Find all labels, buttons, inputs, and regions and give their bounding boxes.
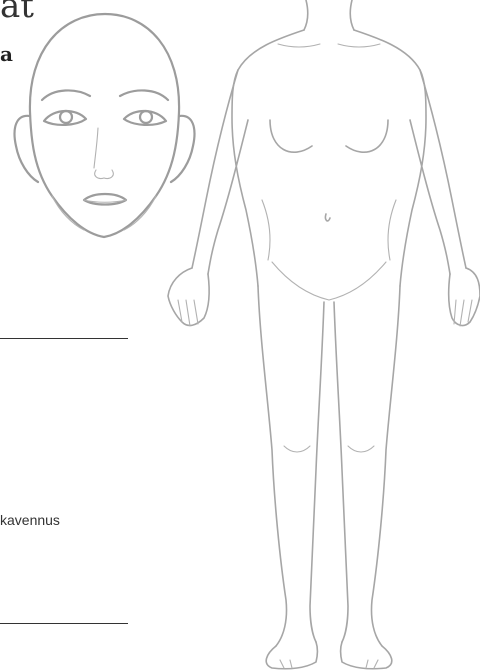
body-illustration xyxy=(0,0,480,671)
face-chart-page: at a kavennus xyxy=(0,0,480,671)
